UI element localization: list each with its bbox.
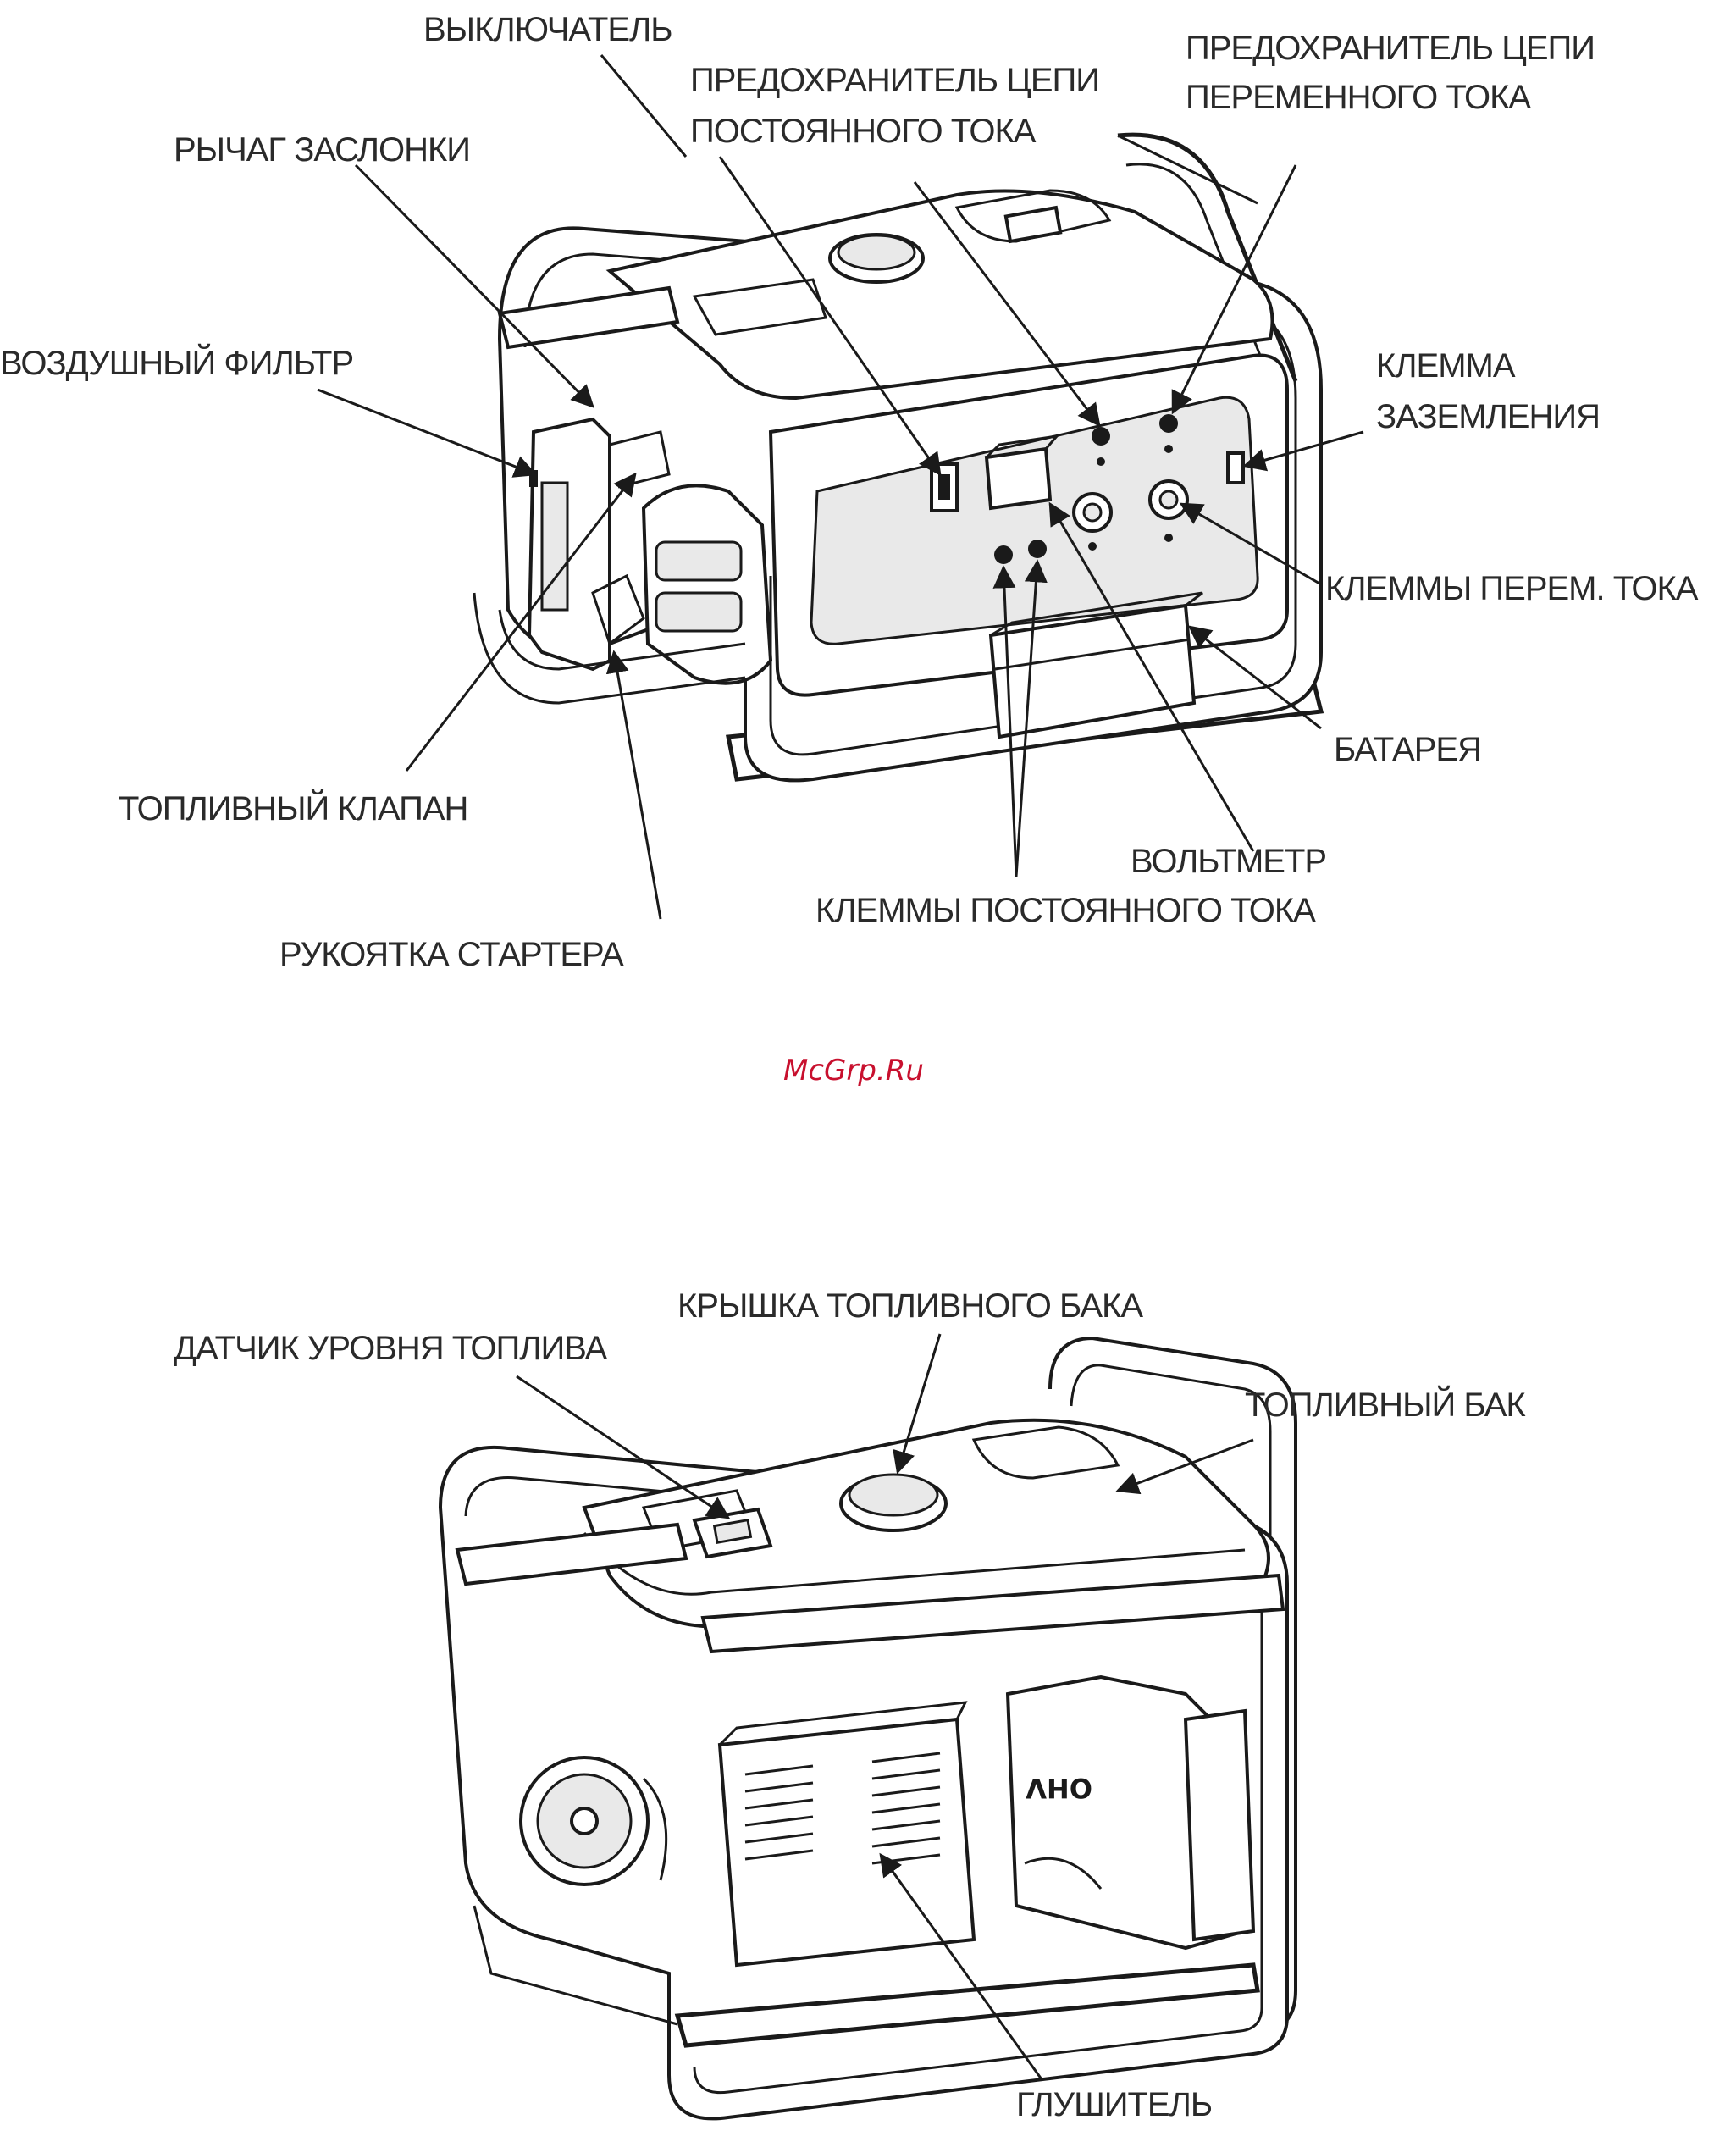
muffler bbox=[717, 1717, 976, 1968]
dc-terminal-1 bbox=[994, 545, 1013, 564]
watermark: McGrp.Ru bbox=[783, 1054, 924, 1088]
label-fuel-gauge: ДАТЧИК УРОВНЯ ТОПЛИВА bbox=[174, 1330, 608, 1367]
voltmeter bbox=[984, 446, 1053, 511]
top-labels: ВЫКЛЮЧАТЕЛЬ ПРЕДОХРАНИТЕЛЬ ЦЕПИ ПОСТОЯНН… bbox=[0, 11, 1700, 973]
muffler-louvers bbox=[744, 1752, 941, 1865]
label-ac-terminals: КЛЕММЫ ПЕРЕМ. ТОКА bbox=[1325, 570, 1699, 607]
label-starter-handle: РУКОЯТКА СТАРТЕРА bbox=[279, 936, 624, 973]
label-fuel-valve: ТОПЛИВНЫЙ КЛАПАН bbox=[119, 789, 467, 827]
label-muffler: ГЛУШИТЕЛЬ bbox=[1016, 2086, 1212, 2123]
ac-fuse bbox=[1159, 414, 1178, 433]
engine-brand-mark: OHV bbox=[1026, 1772, 1092, 1804]
label-dc-terminals: КЛЕММЫ ПОСТОЯННОГО ТОКА bbox=[815, 892, 1316, 929]
label-ground-line1: КЛЕММА bbox=[1376, 347, 1516, 385]
label-dc-fuse-line1: ПРЕДОХРАНИТЕЛЬ ЦЕПИ bbox=[690, 62, 1099, 99]
label-fuel-tank: ТОПЛИВНЫЙ БАК bbox=[1245, 1385, 1526, 1424]
fuel-tank bbox=[605, 189, 1274, 401]
generator-rear-view: OHV bbox=[438, 1336, 1297, 2121]
label-voltmeter: ВОЛЬТМЕТР bbox=[1131, 843, 1326, 880]
dc-terminal-2 bbox=[1028, 540, 1047, 558]
label-choke-lever: РЫЧАГ ЗАСЛОНКИ bbox=[174, 131, 470, 169]
ground-terminal bbox=[1226, 451, 1245, 484]
label-switch: ВЫКЛЮЧАТЕЛЬ bbox=[423, 11, 672, 48]
label-ac-fuse-line1: ПРЕДОХРАНИТЕЛЬ ЦЕПИ bbox=[1186, 30, 1595, 67]
control-panel bbox=[810, 396, 1259, 645]
label-battery: БАТАРЕЯ bbox=[1334, 731, 1481, 768]
label-ground-line2: ЗАЗЕМЛЕНИЯ bbox=[1376, 398, 1600, 435]
recoil-starter bbox=[641, 484, 773, 685]
battery bbox=[988, 603, 1197, 739]
label-dc-fuse-line2: ПОСТОЯННОГО ТОКА bbox=[690, 113, 1037, 150]
dc-fuse bbox=[1092, 427, 1110, 446]
generator-front-view bbox=[473, 132, 1324, 783]
label-air-filter: ВОЗДУШНЫЙ ФИЛЬТР bbox=[0, 343, 353, 382]
top-leader-lines bbox=[317, 54, 1364, 920]
bottom-labels: КРЫШКА ТОПЛИВНОГО БАКА ДАТЧИК УРОВНЯ ТОП… bbox=[174, 1287, 1527, 2123]
label-ac-fuse-line2: ПЕРЕМЕННОГО ТОКА bbox=[1186, 79, 1531, 116]
label-fuel-cap: КРЫШКА ТОПЛИВНОГО БАКА bbox=[677, 1287, 1143, 1325]
bottom-leader-lines bbox=[516, 1333, 1254, 2080]
